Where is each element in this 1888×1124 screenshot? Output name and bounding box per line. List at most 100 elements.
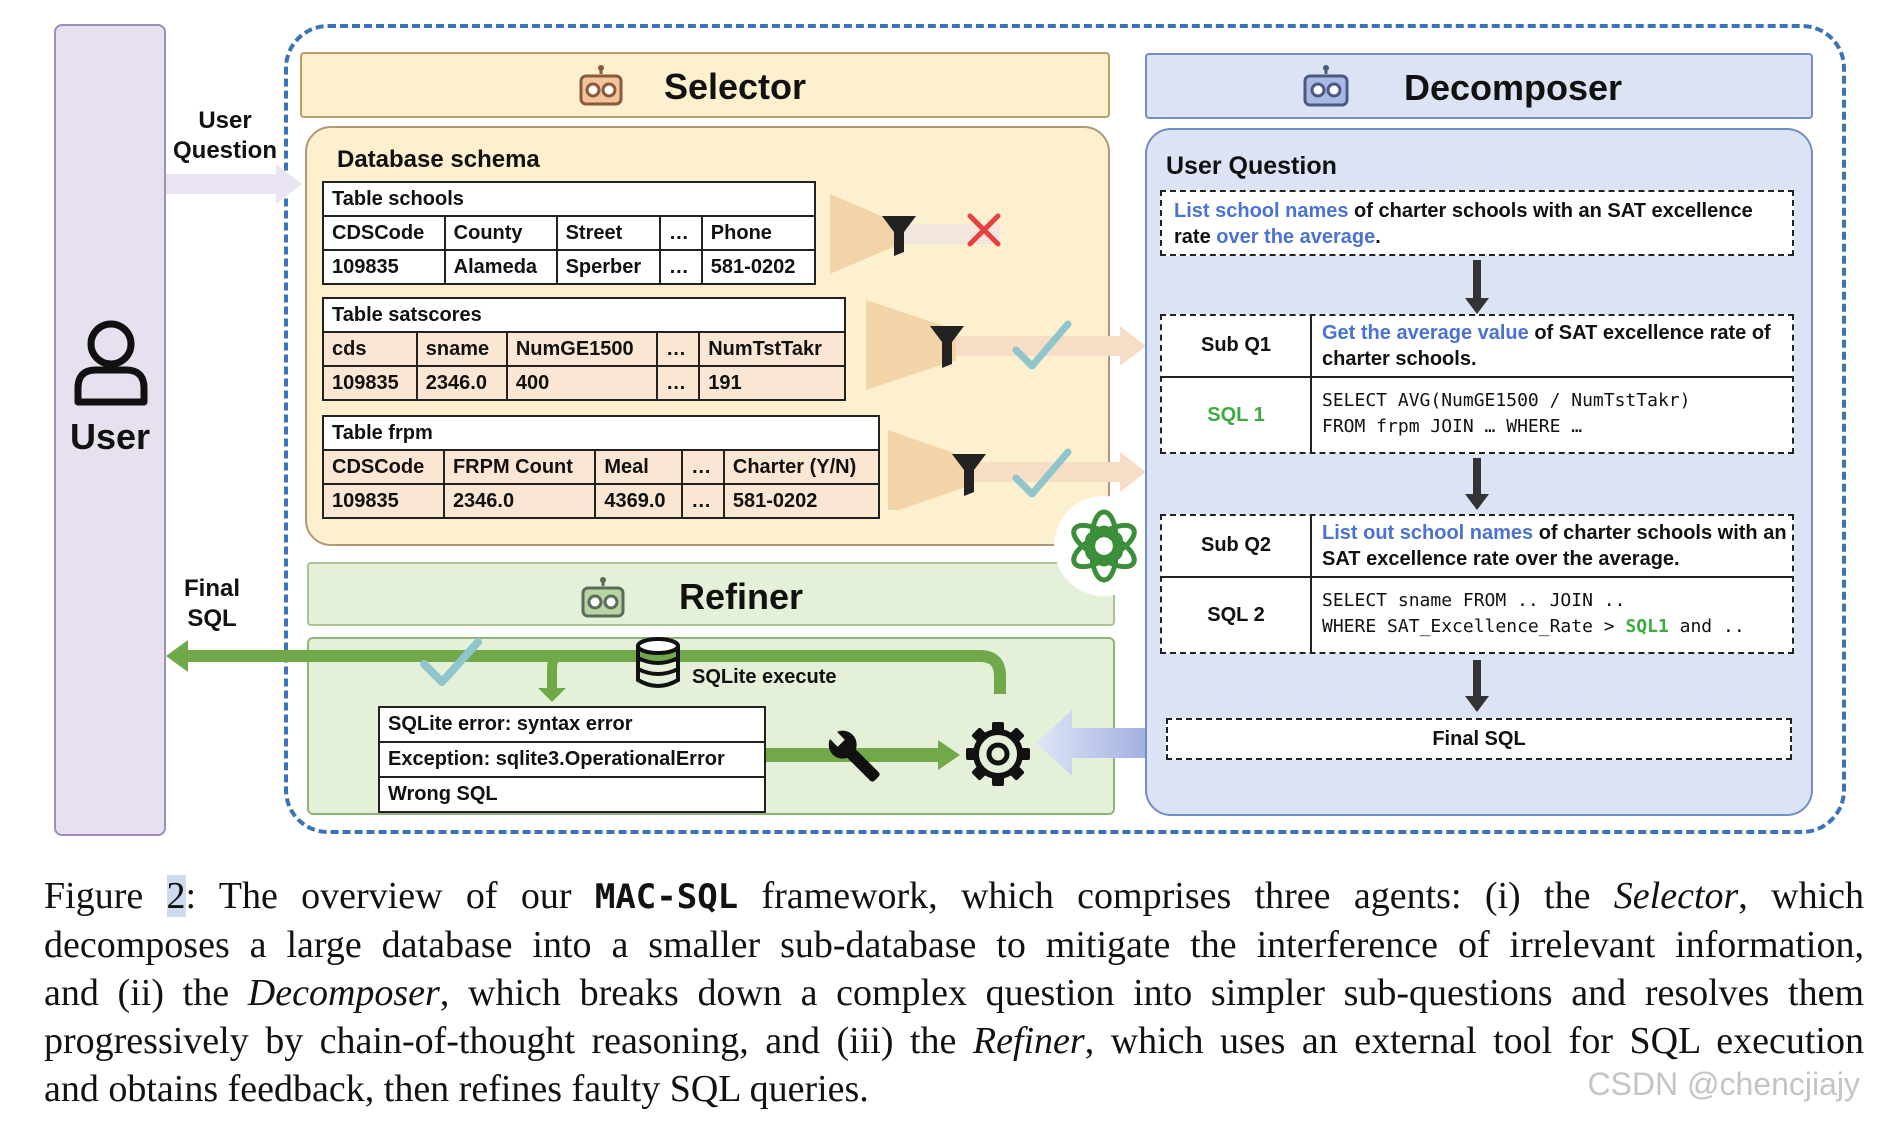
table-name: Table frpm	[322, 415, 880, 451]
refiner-title: Refiner	[678, 576, 804, 617]
user-question-box: List school names of charter schools wit…	[1160, 190, 1794, 256]
subq1-text: Get the average value of SAT excellence …	[1322, 320, 1788, 372]
cell-value: 2346.0	[415, 365, 508, 401]
cell-value: 400	[505, 365, 659, 401]
cell-value: …	[681, 483, 725, 519]
cell-value: 2346.0	[442, 483, 597, 519]
refiner-flow	[166, 638, 1030, 786]
column-header: Phone	[700, 215, 817, 251]
check-icon	[420, 638, 482, 686]
funnel-icon	[930, 326, 964, 368]
cell-value: 191	[698, 365, 846, 401]
caption-text: and (ii) the	[44, 972, 248, 1014]
cross-icon	[967, 213, 1001, 247]
caption-text: progressively by chain-of-thought reason…	[44, 1020, 973, 1062]
user-panel	[54, 24, 166, 836]
column-header: …	[656, 331, 701, 367]
decomposer-to-refiner-arrow	[1036, 710, 1160, 776]
column-header: County	[443, 215, 558, 251]
sql2-text: WHERE SAT_Excellence_Rate >	[1322, 616, 1626, 637]
question-highlight: List school names	[1174, 200, 1349, 222]
filter-cone	[866, 300, 956, 390]
check-icon	[1012, 448, 1072, 498]
subq1-label: Sub Q1	[1200, 334, 1271, 356]
caption-line: decomposes a large database into a small…	[44, 924, 1864, 966]
caption-line: progressively by chain-of-thought reason…	[44, 1017, 1864, 1065]
filter-cone	[830, 194, 900, 274]
caption-text: , which breaks down a complex question i…	[439, 972, 1865, 1014]
user-question-label: User Question	[172, 107, 277, 164]
question-highlight: over the average	[1216, 226, 1376, 248]
subq2-label: Sub Q2	[1200, 534, 1271, 556]
funnel-icon	[952, 454, 986, 496]
sql2-line: SELECT sname FROM .. JOIN ..	[1322, 590, 1626, 611]
down-arrow	[1465, 458, 1489, 510]
column-header: NumTstTakr	[698, 331, 846, 367]
column-header: NumGE1500	[505, 331, 659, 367]
sql1-reference: SQL1	[1625, 616, 1669, 637]
decomposer-header	[1145, 53, 1813, 119]
table-name: Table satscores	[322, 297, 846, 333]
filter-cone	[888, 430, 974, 510]
watermark: CSDN @chencjiajy	[1587, 1066, 1860, 1102]
sql2-label: SQL 2	[1207, 604, 1265, 626]
table-schools: Table schools CDSCode County Street … Ph…	[322, 181, 817, 285]
subq2-text: List out school names of charter schools…	[1322, 520, 1788, 572]
subq1-rest: of SAT excellence rate of charter school…	[1322, 322, 1771, 370]
refiner-header	[307, 562, 1115, 626]
caption-text: framework, which comprises three agents:…	[738, 875, 1614, 917]
selector-header	[300, 52, 1110, 118]
table-name: Table schools	[322, 181, 816, 217]
robot-icon	[581, 577, 625, 618]
sql1-label: SQL 1	[1207, 404, 1265, 426]
sql2-code: SELECT sname FROM .. JOIN .. WHERE SAT_E…	[1322, 588, 1745, 640]
caption-line: and (ii) the Decomposer, which breaks do…	[44, 969, 1864, 1017]
final-sql-label: Final SQL	[183, 575, 240, 632]
cell-value: 581-0202	[722, 483, 881, 519]
selector-filters	[830, 194, 1146, 510]
framework-name: MAC-SQL	[594, 877, 739, 917]
final-sql-box: Final SQL	[1166, 718, 1792, 760]
table-frpm: Table frpm CDSCode FRPM Count Meal … Cha…	[322, 415, 881, 519]
framework-frame	[284, 24, 1846, 834]
question-text: .	[1375, 226, 1381, 248]
error-item: SQLite error: syntax error	[380, 708, 764, 743]
error-list: SQLite error: syntax error Exception: sq…	[378, 706, 766, 813]
robot-icon	[579, 65, 623, 106]
down-arrow	[1465, 260, 1489, 314]
cell-value: Sperber	[555, 249, 661, 285]
funnel-icon	[882, 216, 916, 256]
gear-icon	[966, 722, 1030, 786]
check-icon	[1012, 320, 1072, 370]
column-header: CDSCode	[322, 215, 446, 251]
subq2-highlight: List out school names	[1322, 522, 1534, 544]
cell-value: 581-0202	[700, 249, 817, 285]
subq2-block: Sub Q2 List out school names of charter …	[1160, 514, 1794, 654]
cell-value: Alameda	[443, 249, 558, 285]
user-label: User	[69, 416, 151, 457]
database-schema-label: Database schema	[337, 146, 540, 173]
user-question-arrow	[166, 164, 302, 204]
error-item: Wrong SQL	[388, 783, 498, 805]
caption-decomposer: Decomposer	[247, 972, 440, 1014]
openai-logo-icon	[1054, 496, 1154, 596]
caption-refiner: Refiner	[972, 1020, 1085, 1062]
decomposer-question-label: User Question	[1166, 152, 1337, 180]
table-satscores: Table satscores cds sname NumGE1500 … Nu…	[322, 297, 846, 401]
user-icon	[74, 320, 148, 406]
sql2-text: and ..	[1668, 616, 1745, 637]
sqlite-execute-label: SQLite execute	[692, 666, 837, 688]
figure-number[interactable]: 2	[166, 875, 186, 917]
column-header: FRPM Count	[442, 449, 597, 485]
robot-icon	[1303, 65, 1349, 107]
column-header: …	[658, 215, 703, 251]
column-header: cds	[322, 331, 418, 367]
caption-text: , which uses an external tool for SQL ex…	[1084, 1020, 1864, 1062]
decomposer-title: Decomposer	[1403, 67, 1623, 108]
caption-line: Figure 2: The overview of our MAC-SQL fr…	[44, 872, 1864, 921]
subq2-rest: of charter schools with an SAT excellenc…	[1322, 522, 1787, 570]
cell-value: 109835	[322, 483, 445, 519]
caption-text: Figure	[44, 875, 167, 917]
final-sql-arrow	[182, 650, 1006, 694]
sql1-line: FROM frpm JOIN … WHERE …	[1322, 416, 1583, 437]
